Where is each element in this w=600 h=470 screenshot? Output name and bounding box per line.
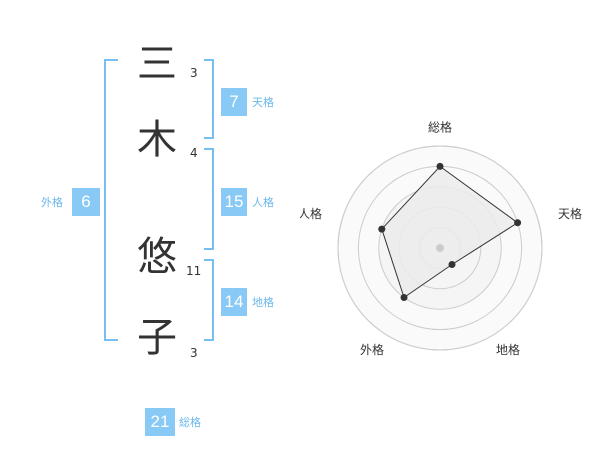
stroke-count-3: 11 [186,264,202,278]
tenkaku-badge: 7 [221,88,247,116]
name-char-3: 悠 [137,234,177,280]
chikaku-badge: 14 [221,288,247,316]
radar-point-5 [378,225,386,233]
tenkaku-bracket-bottom [204,137,214,139]
name-char-2: 木 [137,117,177,163]
name-char-1: 三 [137,41,177,87]
jinkaku-label: 人格 [252,196,274,209]
radar-axis-label-4: 外格 [360,342,384,357]
stroke-count-2: 4 [190,146,198,160]
gaikaku-bracket-top [104,59,118,61]
chikaku-bracket-vertical [212,259,214,341]
radar-ring-5 [337,145,543,351]
soukaku-badge: 21 [145,408,175,436]
stroke-count-1: 3 [190,66,198,80]
radar-polygon [381,165,519,299]
gaikaku-bracket-vertical [104,59,106,341]
radar-axis-label-2: 天格 [558,206,582,221]
jinkaku-badge: 15 [221,188,247,216]
radar-axis-label-1: 総格 [428,120,452,135]
soukaku-label: 総格 [179,416,201,429]
chikaku-bracket-top [204,259,214,261]
tenkaku-bracket-top [204,59,214,61]
radar-point-1 [436,162,444,170]
jinkaku-bracket-top [204,148,214,150]
radar-axis-label-5: 人格 [300,206,322,221]
gaikaku-label: 外格 [41,196,63,209]
radar-point-2 [514,219,522,227]
radar-point-4 [400,294,408,302]
name-char-4: 子 [137,315,177,361]
tenkaku-label: 天格 [252,96,274,109]
radar-center-dot [436,244,444,252]
radar-axis-label-3: 地格 [496,342,520,357]
chikaku-label: 地格 [252,296,274,309]
tenkaku-bracket-vertical [212,59,214,139]
chikaku-bracket-bottom [204,339,214,341]
stroke-count-4: 3 [190,346,198,360]
jinkaku-bracket-vertical [212,148,214,250]
gaikaku-badge: 6 [72,188,100,216]
jinkaku-bracket-bottom [204,248,214,250]
radar-point-3 [448,261,456,269]
gaikaku-bracket-bottom [104,339,118,341]
